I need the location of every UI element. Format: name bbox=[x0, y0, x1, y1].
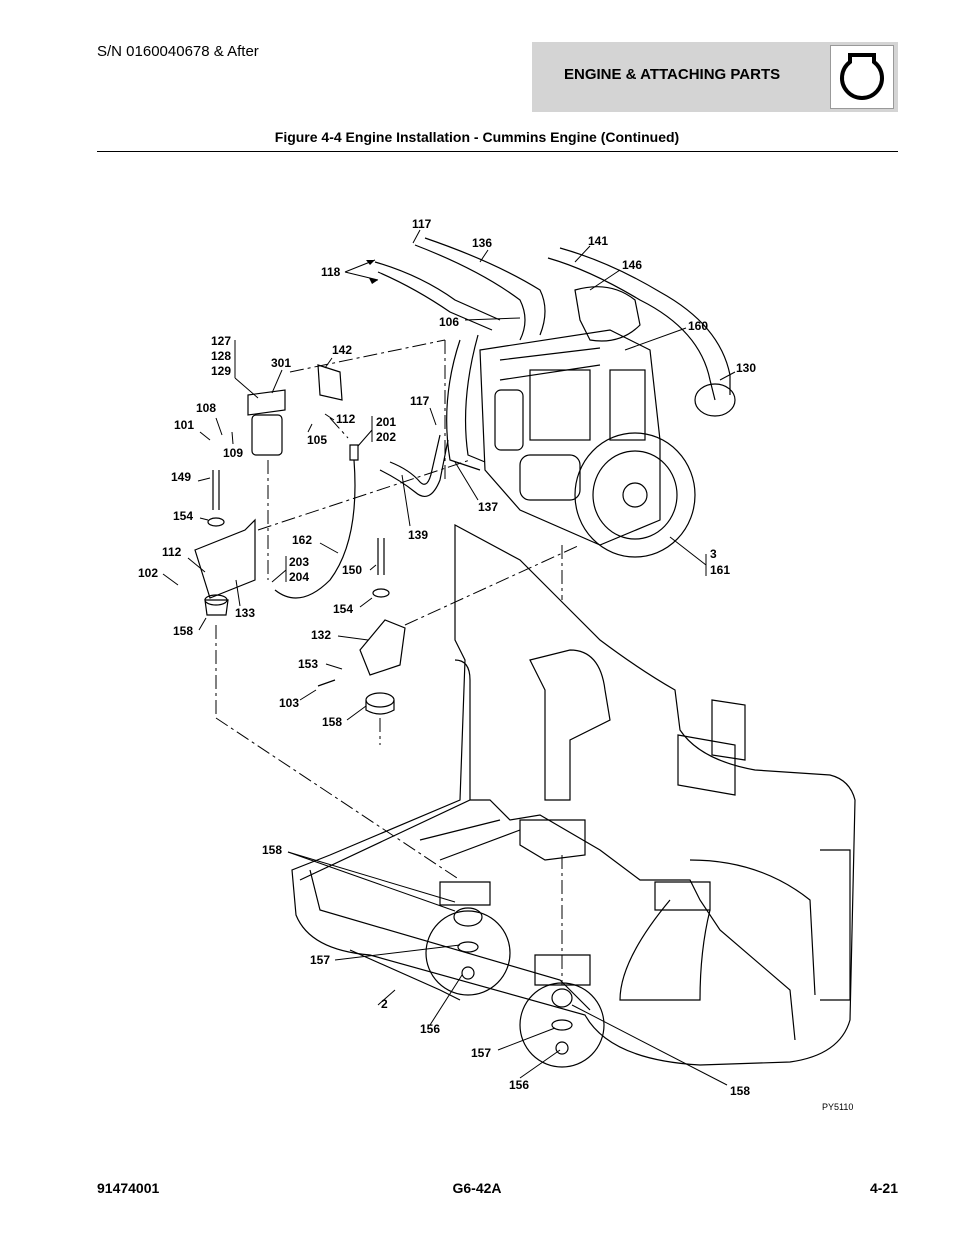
callout-204: 204 bbox=[289, 570, 309, 584]
callout-118: 118 bbox=[321, 265, 341, 279]
detail-circle-front bbox=[425, 910, 511, 996]
footer-model: G6-42A bbox=[452, 1180, 502, 1196]
callout-132: 132 bbox=[311, 628, 331, 642]
callout-105: 105 bbox=[307, 433, 327, 447]
callout-162: 162 bbox=[292, 533, 312, 547]
frame-drawing bbox=[291, 523, 856, 1066]
callout-112: 112 bbox=[336, 412, 356, 426]
callout-158: 158 bbox=[173, 624, 193, 638]
header-divider bbox=[97, 151, 898, 152]
callout-129: 129 bbox=[211, 364, 231, 378]
callout-201: 201 bbox=[376, 415, 396, 429]
figure-title: Figure 4-4 Engine Installation - Cummins… bbox=[274, 129, 680, 145]
footer-page-number: 4-21 bbox=[869, 1180, 898, 1196]
callout-158-second: 158 bbox=[322, 715, 342, 729]
callout-157-second: 157 bbox=[471, 1046, 491, 1060]
callout-156-second: 156 bbox=[509, 1078, 529, 1092]
callout-109: 109 bbox=[223, 446, 243, 460]
callout-142: 142 bbox=[332, 343, 352, 357]
callout-154: 154 bbox=[173, 509, 193, 523]
callout-117-second: 117 bbox=[410, 394, 430, 408]
callout-102: 102 bbox=[138, 566, 158, 580]
callout-2: 2 bbox=[381, 997, 388, 1011]
callout-128: 128 bbox=[211, 349, 231, 363]
callout-108: 108 bbox=[196, 401, 216, 415]
engine-icon bbox=[830, 45, 894, 109]
callout-139: 139 bbox=[408, 528, 428, 542]
callout-153: 153 bbox=[298, 657, 318, 671]
footer-part-number: 91474001 bbox=[97, 1180, 160, 1196]
callout-146: 146 bbox=[622, 258, 642, 272]
center-lines bbox=[215, 339, 581, 985]
arrowheads bbox=[366, 260, 378, 284]
callout-137: 137 bbox=[478, 500, 498, 514]
drawing-code: PY5110 bbox=[822, 1102, 853, 1112]
callout-labels: 117 136 141 118 146 106 160 127 128 129 … bbox=[138, 217, 853, 1112]
callout-158-fourth: 158 bbox=[730, 1084, 750, 1098]
serial-number: S/N 0160040678 & After bbox=[97, 43, 259, 60]
callout-101: 101 bbox=[174, 418, 194, 432]
callout-203: 203 bbox=[289, 555, 309, 569]
leader-lines bbox=[162, 229, 736, 1086]
callout-301: 301 bbox=[271, 356, 291, 370]
engine-drawing bbox=[479, 286, 696, 558]
callout-103: 103 bbox=[279, 696, 299, 710]
callout-133: 133 bbox=[235, 606, 255, 620]
callout-149: 149 bbox=[171, 470, 191, 484]
callout-130: 130 bbox=[736, 361, 756, 375]
callout-156: 156 bbox=[420, 1022, 440, 1036]
callout-106: 106 bbox=[439, 315, 459, 329]
hose-drawing bbox=[374, 237, 736, 498]
section-title: ENGINE & ATTACHING PARTS bbox=[564, 66, 781, 83]
callout-160: 160 bbox=[688, 319, 708, 333]
mount-parts-drawing bbox=[194, 364, 573, 1055]
callout-202: 202 bbox=[376, 430, 396, 444]
callout-154-second: 154 bbox=[333, 602, 353, 616]
callout-141: 141 bbox=[588, 234, 608, 248]
callout-112-second: 112 bbox=[162, 545, 182, 559]
callout-161: 161 bbox=[710, 563, 730, 577]
callout-150: 150 bbox=[342, 563, 362, 577]
callout-127: 127 bbox=[211, 334, 231, 348]
callout-3: 3 bbox=[710, 547, 717, 561]
callout-136: 136 bbox=[472, 236, 492, 250]
callout-158-third: 158 bbox=[262, 843, 282, 857]
callout-157: 157 bbox=[310, 953, 330, 967]
callout-117: 117 bbox=[412, 217, 432, 231]
section-header: ENGINE & ATTACHING PARTS bbox=[532, 42, 898, 112]
